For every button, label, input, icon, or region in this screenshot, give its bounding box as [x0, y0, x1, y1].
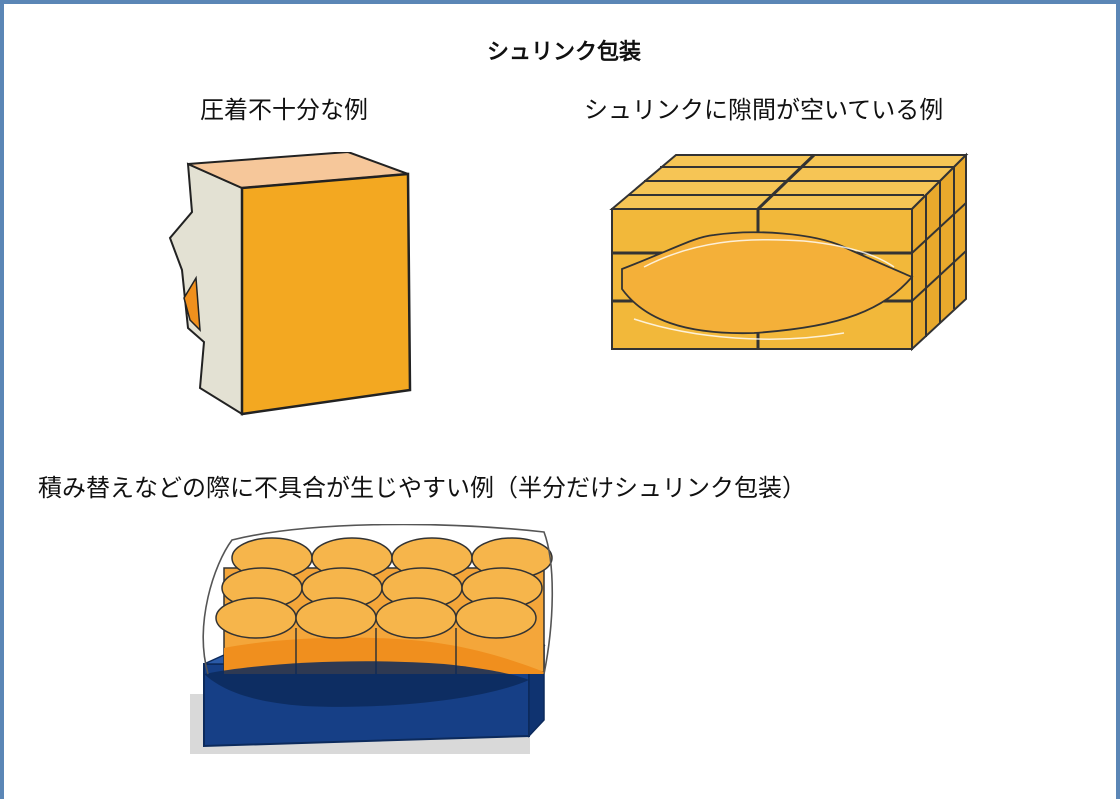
- insufficient-seal-illustration: [168, 152, 412, 416]
- caption-shrink-gap: シュリンクに隙間が空いている例: [584, 96, 944, 124]
- caption-half-shrink: 積み替えなどの際に不具合が生じやすい例（半分だけシュリンク包装）: [38, 474, 806, 502]
- caption-insufficient-seal: 圧着不十分な例: [200, 96, 368, 124]
- half-shrink-illustration: [190, 524, 554, 754]
- shrink-gap-illustration: [609, 152, 969, 352]
- figure-title: シュリンク包装: [486, 40, 641, 65]
